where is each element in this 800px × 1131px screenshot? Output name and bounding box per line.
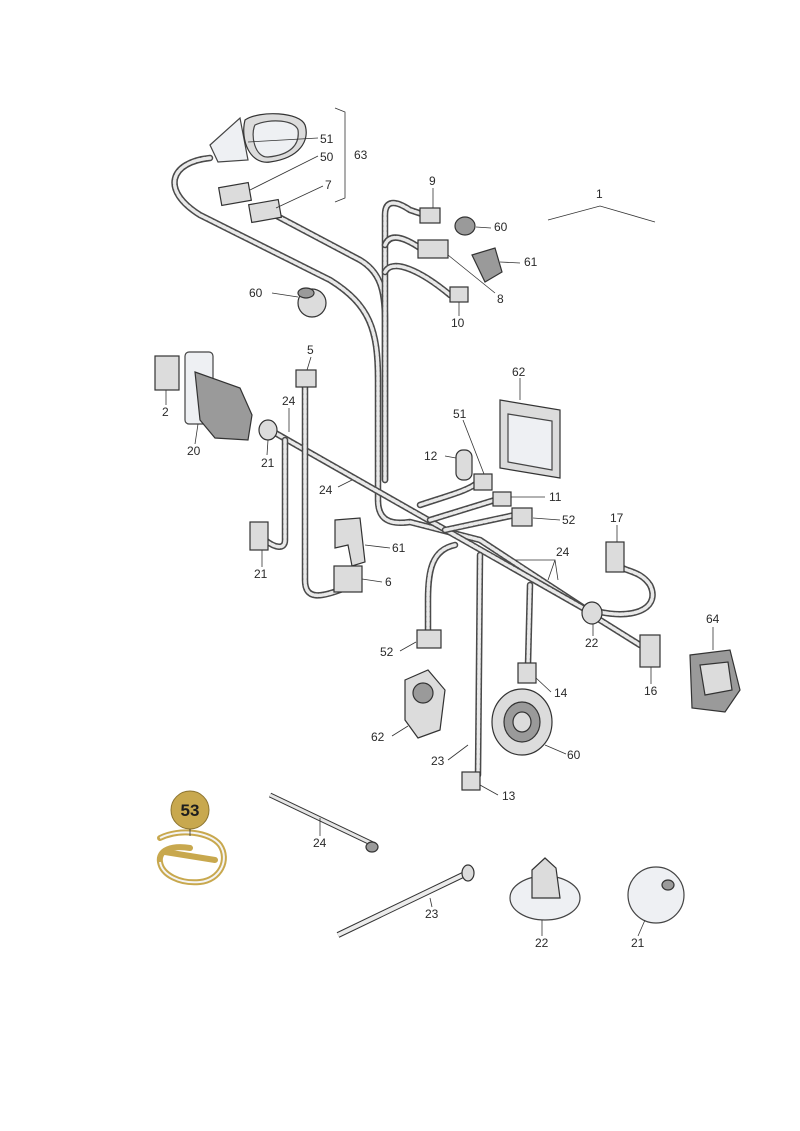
leader-lines <box>165 107 714 937</box>
connector-52-left <box>416 629 442 649</box>
label-61-top: 61 <box>524 255 538 269</box>
label-24-c: 24 <box>556 545 570 559</box>
label-8: 8 <box>497 292 504 306</box>
label-11: 11 <box>549 490 562 504</box>
mirror-assembly <box>209 113 307 163</box>
connector-16 <box>639 634 661 668</box>
lock-64 <box>689 649 741 713</box>
label-22-b: 22 <box>535 936 549 950</box>
label-62-bottom: 62 <box>371 730 385 744</box>
label-20: 20 <box>187 444 201 458</box>
grommet-60-top <box>454 216 476 236</box>
connector-51-mid <box>473 473 493 491</box>
label-14: 14 <box>554 686 568 700</box>
label-1: 1 <box>596 187 603 201</box>
connector-2 <box>154 355 180 391</box>
label-21-b: 21 <box>254 567 268 581</box>
label-5: 5 <box>307 343 314 357</box>
label-17: 17 <box>610 511 624 525</box>
label-63: 63 <box>354 148 368 162</box>
connector-8 <box>417 239 449 259</box>
part-12 <box>455 449 473 481</box>
label-22-a: 22 <box>585 636 599 650</box>
part-number-labels: 1 51 50 63 7 9 60 61 8 10 60 5 2 24 20 2… <box>162 132 720 950</box>
label-7: 7 <box>325 178 332 192</box>
label-23-a: 23 <box>431 754 445 768</box>
label-60-bottom: 60 <box>567 748 581 762</box>
label-16: 16 <box>644 684 658 698</box>
connector-6 <box>333 565 363 593</box>
highlight-badge-label: 53 <box>181 801 200 820</box>
bracket-61-top <box>471 247 503 283</box>
connector-5 <box>295 369 317 388</box>
label-50: 50 <box>320 150 334 164</box>
label-6: 6 <box>385 575 392 589</box>
connector-10 <box>449 286 469 303</box>
connector-14 <box>517 662 537 684</box>
bracket-61-mid <box>334 517 366 567</box>
label-12: 12 <box>424 449 438 463</box>
label-2: 2 <box>162 405 169 419</box>
label-13: 13 <box>502 789 516 803</box>
control-unit-62 <box>499 399 561 479</box>
label-24-a: 24 <box>282 394 296 408</box>
connector-11 <box>492 491 512 507</box>
window-motor-62 <box>404 669 446 739</box>
label-23-b: 23 <box>425 907 439 921</box>
label-51-mirror: 51 <box>320 132 334 146</box>
label-64: 64 <box>706 612 720 626</box>
label-24-d: 24 <box>313 836 327 850</box>
label-21-a: 21 <box>261 456 275 470</box>
connector-7-group <box>217 181 283 224</box>
label-52-right: 52 <box>562 513 576 527</box>
label-10: 10 <box>451 316 465 330</box>
label-9: 9 <box>429 174 436 188</box>
connector-17 <box>605 541 625 573</box>
label-21-c: 21 <box>631 936 645 950</box>
speaker-60-bottom <box>491 688 553 756</box>
connector-13 <box>461 771 481 791</box>
label-60-top: 60 <box>494 220 508 234</box>
grommet-22-right <box>581 601 603 625</box>
connector-52-right <box>511 507 533 527</box>
cable-tie-23 <box>336 864 475 938</box>
label-24-b: 24 <box>319 483 333 497</box>
connector-21-left <box>249 521 269 551</box>
boot-20 <box>184 351 253 441</box>
grommet-21-bottom <box>627 866 685 924</box>
label-52-left: 52 <box>380 645 394 659</box>
connector-9 <box>419 207 441 224</box>
highlighted-clip-53[interactable]: 53 <box>156 790 227 886</box>
speaker-60-left <box>297 287 327 318</box>
label-60-left: 60 <box>249 286 263 300</box>
grommet-22-bottom <box>509 857 581 921</box>
grommet-21-main <box>258 419 278 441</box>
label-51-mid: 51 <box>453 407 467 421</box>
label-61-mid: 61 <box>392 541 406 555</box>
cable-tie-24 <box>268 792 379 853</box>
label-62-top: 62 <box>512 365 526 379</box>
